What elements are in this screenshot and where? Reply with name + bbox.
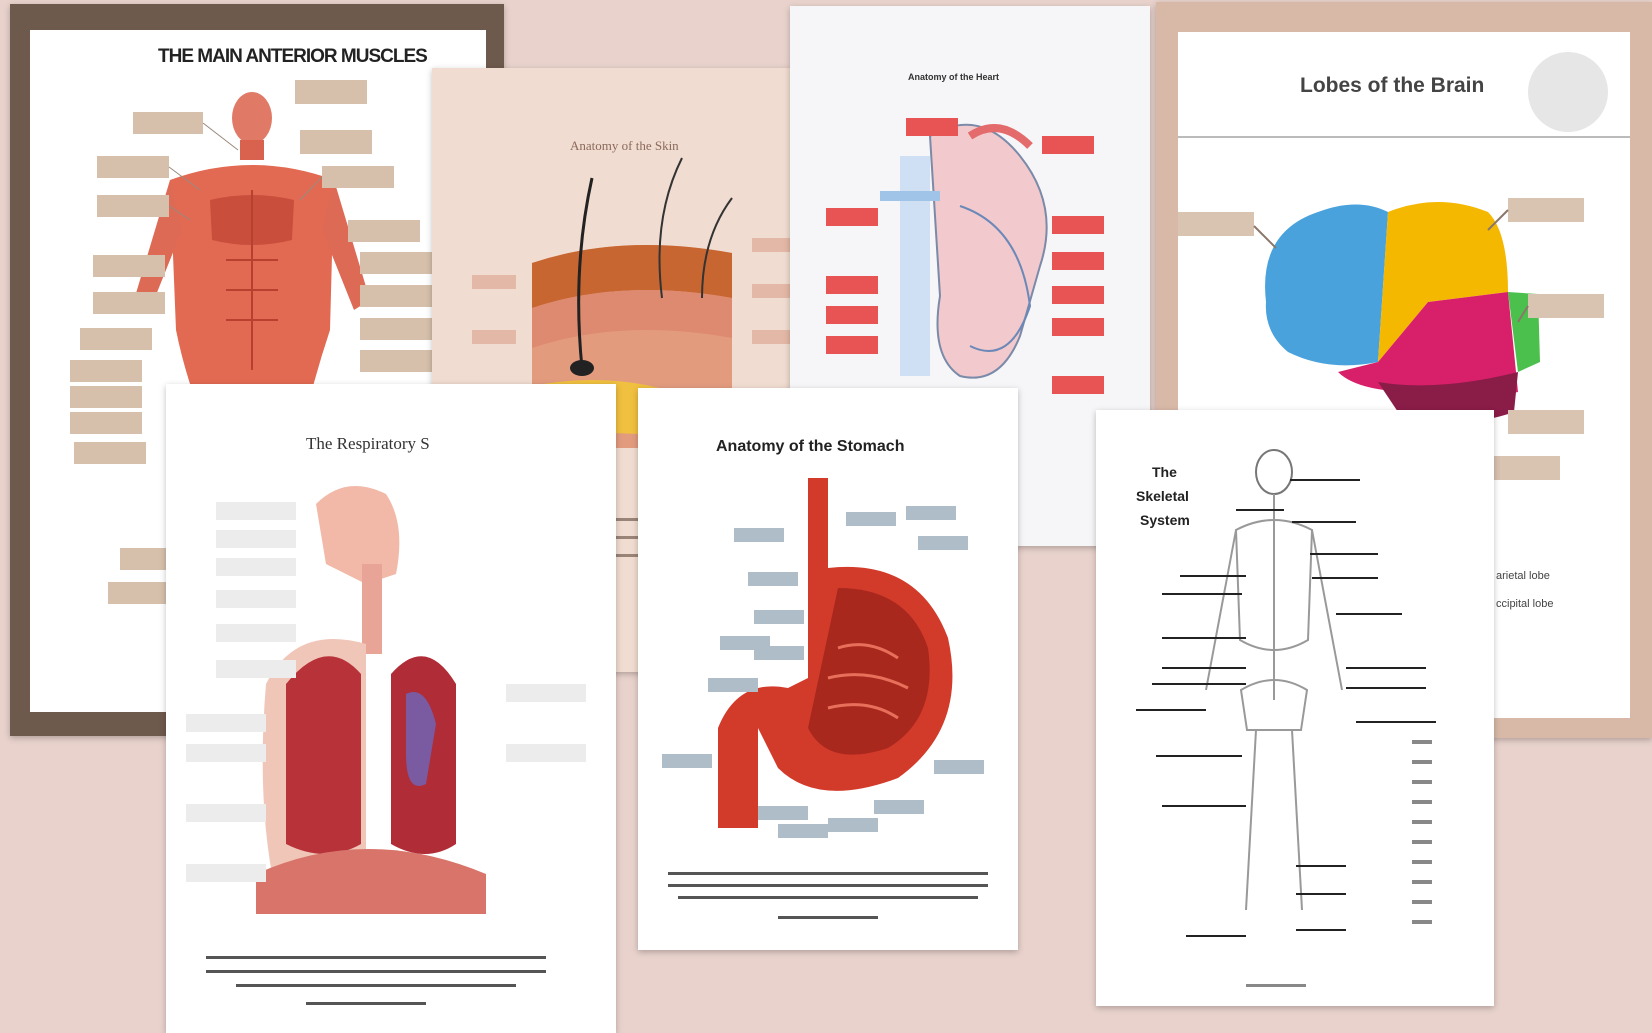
skeleton-diagram xyxy=(1096,410,1494,1006)
skeletal-worksheet: The Skeletal System xyxy=(1096,410,1494,1006)
stomach-diagram xyxy=(638,388,1018,950)
respiratory-diagram xyxy=(166,384,616,1033)
key-occipital-lobe: ccipital lobe xyxy=(1496,598,1553,610)
key-parietal-lobe: arietal lobe xyxy=(1496,570,1550,582)
stomach-worksheet: Anatomy of the Stomach xyxy=(638,388,1018,950)
respiratory-worksheet: The Respiratory S xyxy=(166,384,616,1033)
